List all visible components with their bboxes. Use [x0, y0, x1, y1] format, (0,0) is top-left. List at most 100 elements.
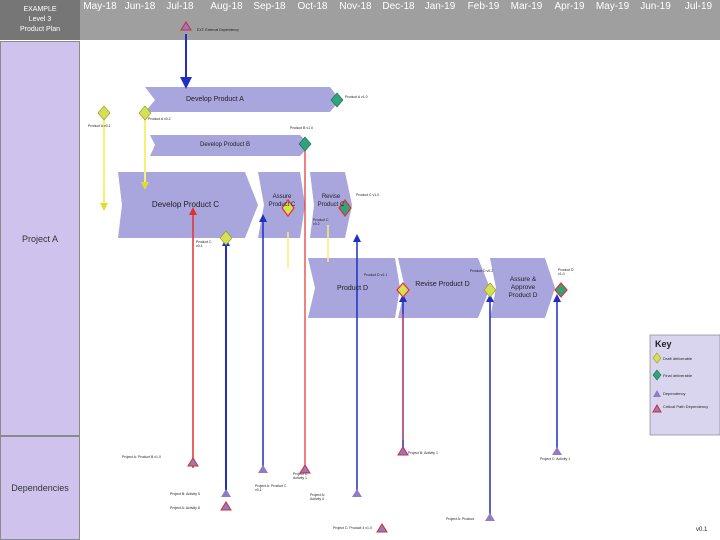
milestone-label: Product D v0.1 [364, 273, 388, 277]
arrow-head-up [486, 294, 494, 302]
draft-deliverable-icon [281, 199, 295, 217]
milestone-label: Product C v1.0 [356, 193, 380, 197]
dependency-icon [485, 513, 495, 521]
dependency-icon [220, 501, 232, 511]
milestone-label: Product D v0.2 [470, 269, 494, 273]
dependency-icon [299, 464, 311, 474]
milestone-label: Product A v0.1 [88, 124, 111, 128]
arrow-head-up [399, 294, 407, 302]
draft-deliverable-icon [396, 282, 410, 298]
draft-deliverable-icon [219, 230, 233, 246]
dependency-icon [397, 446, 409, 456]
draft-deliverable-icon [97, 105, 111, 121]
develop-a-label: Develop Product A [186, 96, 244, 103]
arrow-head-up [259, 214, 267, 222]
plan-title-line-3: Product Plan [19, 26, 61, 33]
milestone-label: Product A v1.0 [345, 95, 368, 99]
approve-d-label: Assure & Approve Product D [508, 276, 538, 299]
month-label: Nov-18 [339, 1, 372, 12]
key-title: Key [655, 339, 672, 349]
milestone-label: Product C v0.1 [196, 240, 212, 248]
revise-c-label: Revise Product C [317, 194, 345, 208]
dependencies-label: Dependencies [11, 483, 69, 493]
dependency-label: Project A: Product [446, 517, 475, 521]
project-label: Project A [21, 233, 59, 244]
arrow-head-down [141, 182, 149, 190]
arrow-head-up [353, 234, 361, 242]
key-draft-icon [652, 352, 662, 364]
develop-c-label: Develop Product C [151, 200, 220, 209]
key-critical-label: Critical Path Dependency [663, 404, 709, 409]
month-label: Mar-19 [510, 1, 543, 12]
key-dependency-label: Dependency [663, 391, 686, 396]
develop-b-label: Develop Product B [199, 142, 251, 148]
month-label: Feb-19 [467, 1, 500, 12]
month-label: Jul-18 [166, 1, 194, 12]
arrow-head-up [189, 207, 197, 215]
milestone-label: Product A v0.2 [148, 117, 171, 121]
dependency-label: Project A: Activity 8 [170, 506, 200, 510]
plan-title-line-1: EXAMPLE [23, 6, 57, 13]
dependency-icon [180, 21, 192, 31]
dependency-icon [258, 465, 268, 473]
bar-develop-c [118, 172, 258, 238]
bar-develop-b [150, 135, 310, 156]
dependency-label: Project C: Activity 1 [293, 472, 309, 480]
assure-c-label: Assure Product C [268, 194, 296, 208]
draft-deliverable-icon [483, 282, 497, 298]
plan-title-line-2: Level 3 [28, 16, 52, 23]
key-draft-label: Draft deliverable [663, 356, 693, 361]
version-label: v0.1 [696, 527, 708, 533]
month-label: Dec-18 [382, 1, 415, 12]
bar-develop-a [145, 87, 340, 112]
dependency-icon [187, 457, 199, 467]
month-label: Jun-18 [124, 1, 156, 12]
dependency-label: Project A: Product C v0.1 [255, 484, 287, 492]
month-label: May-18 [83, 1, 117, 12]
plan-title: EXAMPLE Level 3 Product Plan [0, 0, 80, 40]
dependency-icon [376, 523, 388, 533]
dependencies-row-label: Dependencies [0, 436, 80, 540]
milestone-label: Product C v0.2 [313, 218, 329, 226]
product-d-label: Product D [336, 285, 369, 292]
dependency-label: Project C: Activity 1 [540, 457, 571, 461]
final-deliverable-icon [554, 282, 568, 298]
final-deliverable-icon [330, 92, 344, 108]
milestone-label: Product D v1.0 [558, 268, 574, 276]
dependency-label: Project C: Product 4 v1.0 [333, 526, 372, 530]
dependency-label: Project B: Activity 5 [170, 492, 200, 496]
month-label: Jan-19 [424, 1, 456, 12]
draft-deliverable-icon [138, 105, 152, 121]
revise-d-label: Revise Product D [415, 281, 470, 288]
month-label: Jul-19 [684, 1, 713, 12]
dependency-icon [352, 489, 362, 497]
bar-assure-c [258, 172, 305, 238]
dependency-label: Project B: Activity 1 [408, 451, 438, 455]
dependency-label: Project A: Product B v1.0 [122, 455, 161, 459]
dependency-label: Project A: Activity 4 [310, 493, 325, 501]
month-label: Oct-18 [297, 1, 328, 12]
key-final-icon [652, 369, 662, 381]
project-row-label: Project A [0, 41, 80, 436]
ext-label: EXT: External Dependency [197, 28, 239, 32]
bar-revise-c [310, 172, 352, 238]
final-deliverable-icon [338, 199, 352, 217]
bar-approve-d [490, 258, 555, 318]
month-label: Sep-18 [253, 1, 286, 12]
key-final-label: Final deliverable [663, 373, 693, 378]
bar-product-d [308, 258, 400, 318]
key-critical-icon [652, 403, 662, 413]
month-label: May-19 [595, 1, 630, 12]
milestone-label: Product B v1.0 [290, 126, 313, 130]
arrow-head-down [100, 203, 108, 211]
month-label: Apr-19 [554, 1, 585, 12]
dependency-icon [221, 489, 231, 497]
key-dependency-icon [653, 390, 661, 397]
bar-revise-d [398, 258, 490, 318]
arrow-head-up [553, 294, 561, 302]
dependency-icon [552, 447, 562, 455]
month-label: Aug-18 [210, 1, 243, 12]
final-deliverable-icon [298, 136, 312, 152]
key-box [649, 334, 720, 436]
